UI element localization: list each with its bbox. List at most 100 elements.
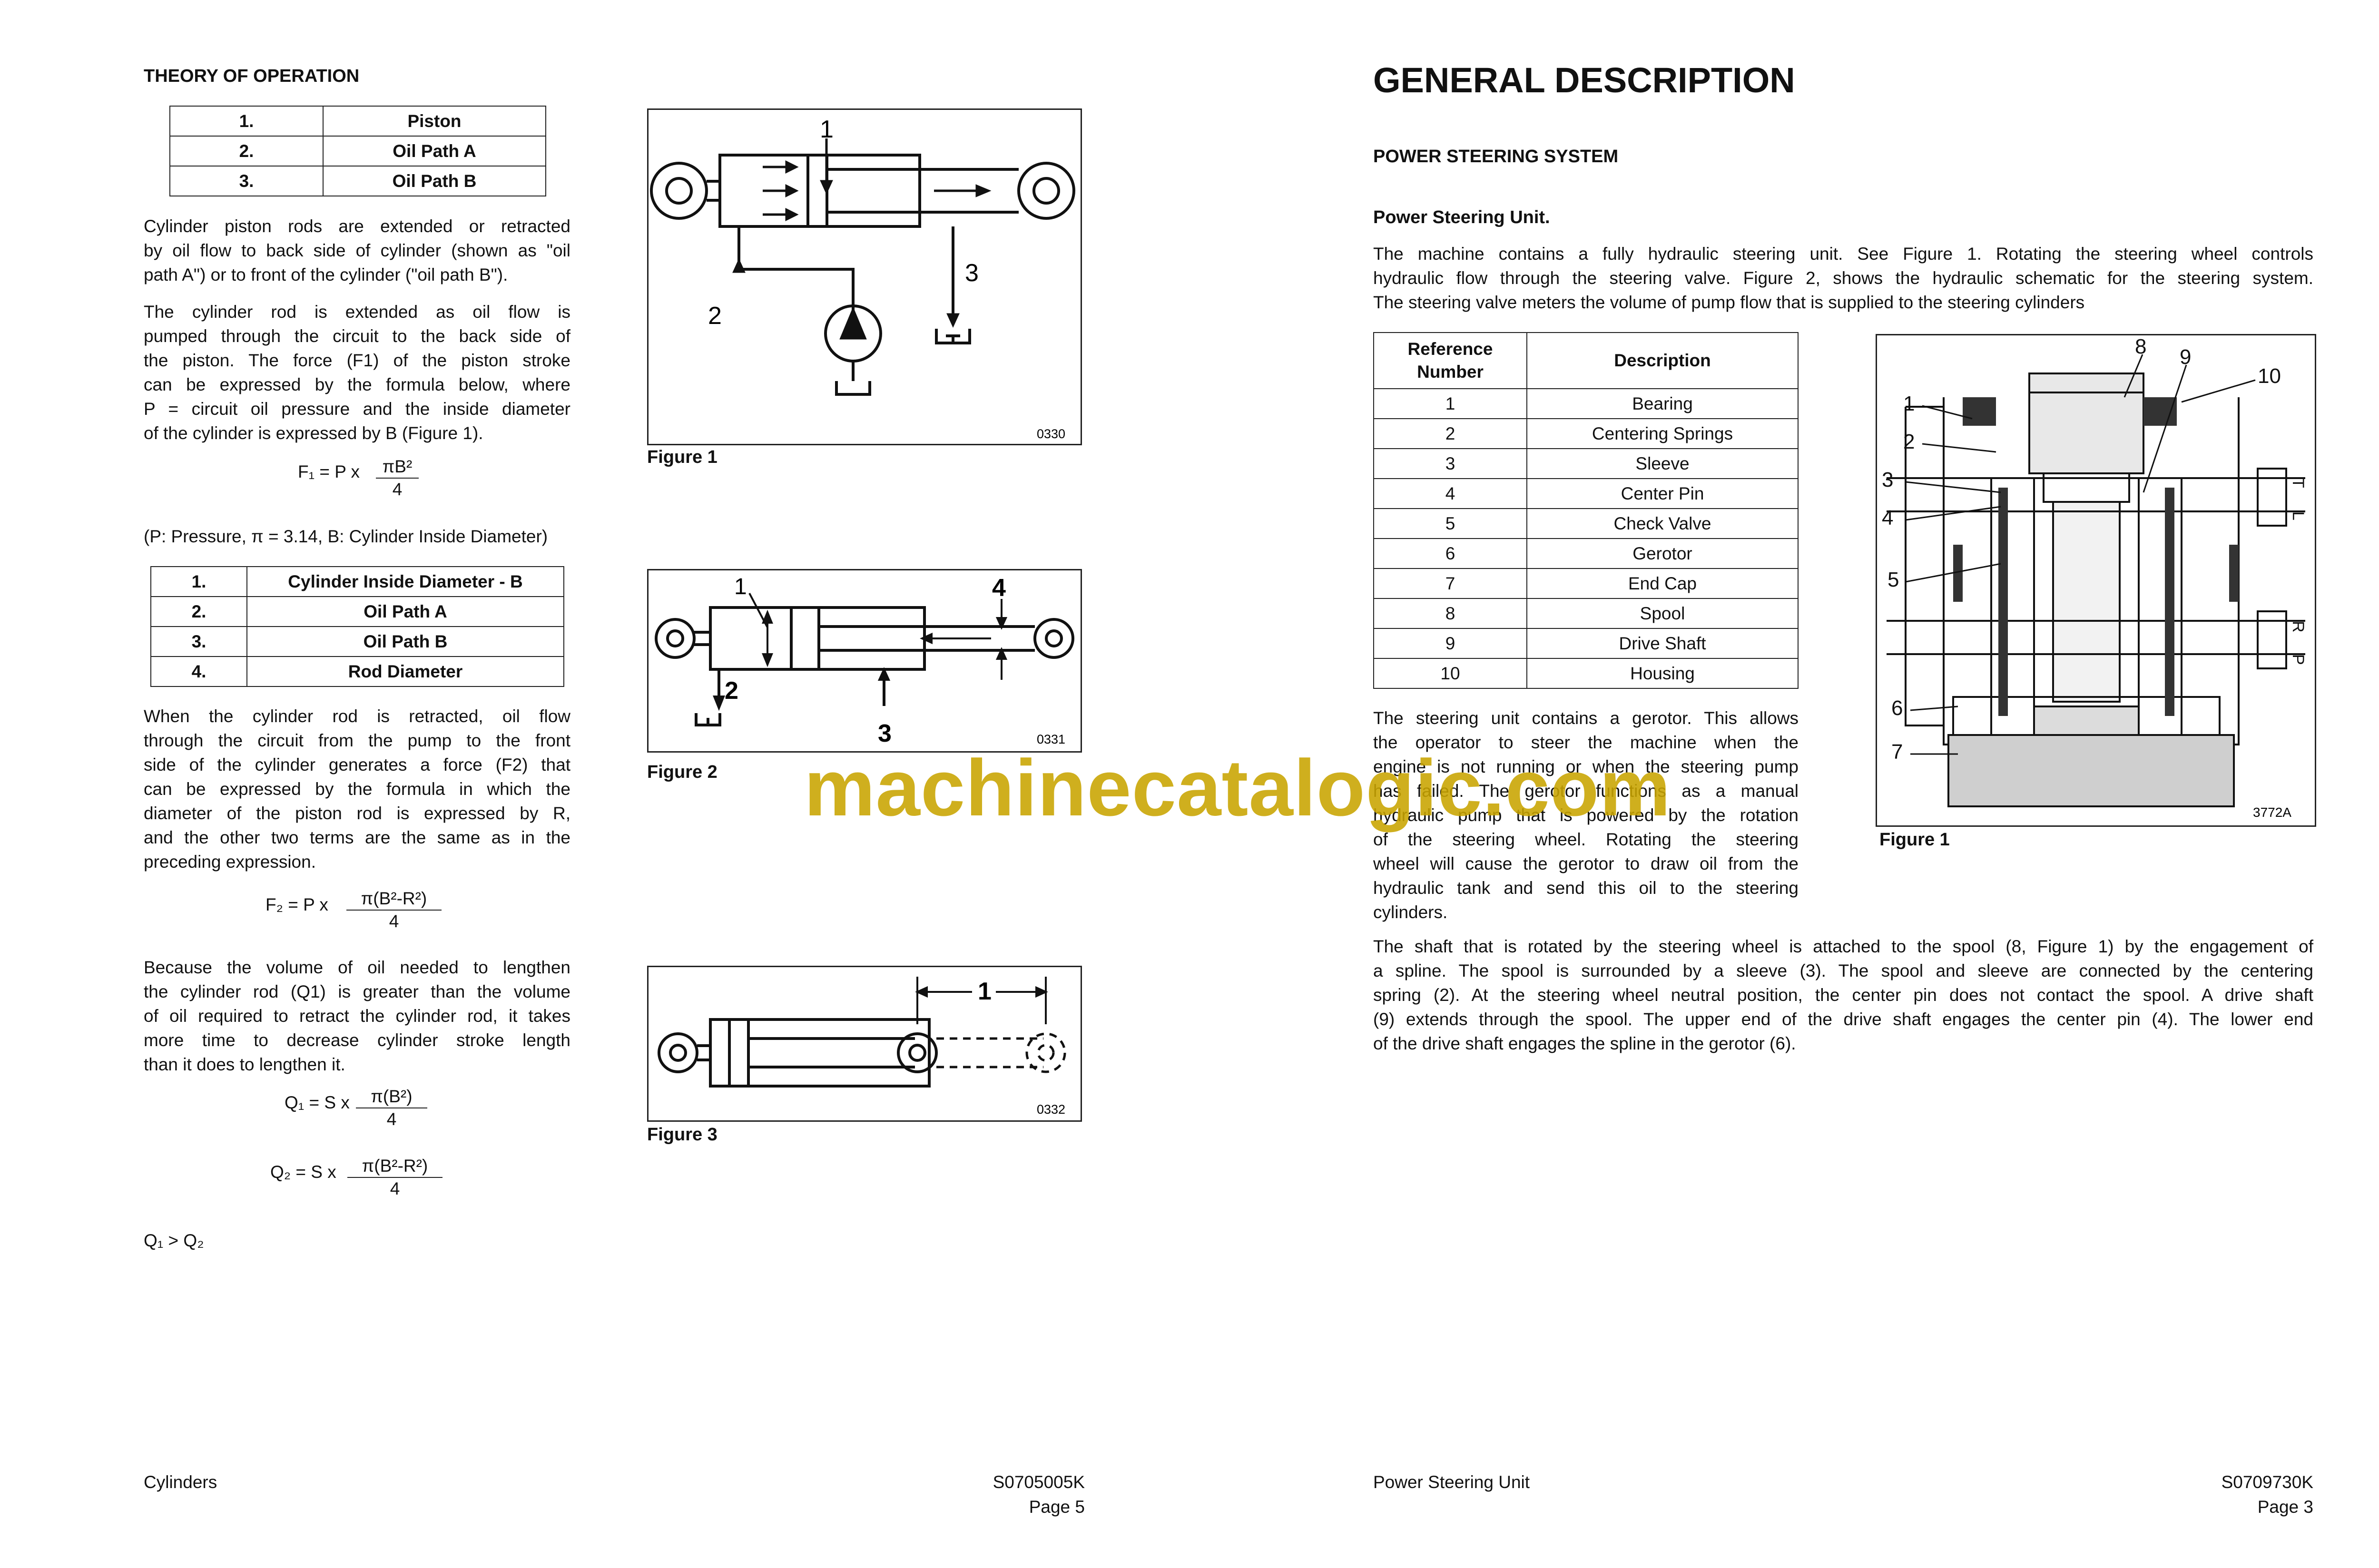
paragraph-line: pumped through the circuit to the back s… [144, 326, 570, 346]
formula-q2-numerator: π(B²-R²) [362, 1156, 428, 1176]
reference-table-cell-label: Gerotor [1526, 538, 1799, 569]
left-footer-title: Cylinders [144, 1472, 217, 1492]
paragraph-line: the operator to steer the machine when t… [1373, 733, 1799, 752]
paragraph-line: can be expressed by the formula in which… [144, 779, 570, 799]
paragraph-line: Cylinder piston rods are extended or ret… [144, 216, 570, 236]
paragraph-line: The machine contains a fully hydraulic s… [1373, 244, 2313, 264]
paragraph-line: of the drive shaft engages the spline in… [1373, 1034, 1796, 1053]
reference-table-cell-label: End Cap [1526, 568, 1799, 599]
paragraph-line: through the circuit from the pump to the… [144, 731, 570, 750]
figure-1-steering-unit-cutaway: 1 2 3 4 5 6 7 8 9 10 T L R P 3772A [1876, 334, 2316, 827]
reference-table-cell-label: Check Valve [1526, 508, 1799, 539]
paragraph-line: and the other two terms are the same as … [144, 828, 570, 847]
reference-table-cell-number: 8 [1373, 598, 1527, 629]
figure-1-caption: Figure 1 [647, 447, 718, 467]
formula-q1-lhs: Q₁ = S x [285, 1093, 350, 1112]
reference-table-cell-number: 5 [1373, 508, 1527, 539]
paragraph-volume: Because the volume of oil needed to leng… [144, 955, 570, 1077]
parts-table-2-cell-number: 1. [150, 566, 247, 597]
figure-3-caption: Figure 3 [647, 1125, 718, 1145]
gerotor-paragraph: The steering unit contains a gerotor. Th… [1373, 706, 1799, 924]
paragraph-line: cylinders. [1373, 902, 1448, 922]
watermark: machinecatalogic.com [804, 743, 1671, 833]
parts-table-2-cell-label: Cylinder Inside Diameter - B [246, 566, 564, 597]
shaft-paragraph: The shaft that is rotated by the steerin… [1373, 934, 2313, 1056]
paragraph-line: The cylinder rod is extended as oil flow… [144, 302, 570, 322]
paragraph-line: The shaft that is rotated by the steerin… [1373, 937, 2313, 956]
formula-legend: (P: Pressure, π = 3.14, B: Cylinder Insi… [144, 527, 548, 546]
paragraph-line: When the cylinder rod is retracted, oil … [144, 706, 570, 726]
parts-table-2-cell-label: Oil Path A [246, 596, 564, 627]
callout-7: 7 [1891, 740, 1903, 764]
parts-table-1-row: 1.Piston [169, 106, 546, 137]
paragraph-line: hydraulic tank and send this oil to the … [1373, 878, 1799, 898]
parts-table-2-cell-number: 4. [150, 656, 247, 687]
figure-1-drawing: 1 2 3 0330 [650, 116, 1075, 441]
formula-q1-denominator: 4 [356, 1107, 427, 1130]
formula-q2-fraction: π(B²-R²) 4 [347, 1155, 442, 1200]
paragraph-line: Because the volume of oil needed to leng… [144, 958, 570, 977]
paragraph-line: than it does to lengthen it. [144, 1055, 345, 1074]
callout-8: 8 [2135, 335, 2146, 358]
right-subsection-heading: Power Steering Unit. [1373, 207, 1550, 227]
figure-3-drawing: 1 0332 [658, 977, 1066, 1117]
reference-table-cell-label: Centering Springs [1526, 418, 1799, 449]
parts-table-2-cell-label: Rod Diameter [246, 656, 564, 687]
left-footer-page-number: Page 5 [1029, 1497, 1085, 1517]
paragraph-line: hydraulic pump that is powered by the ro… [1373, 805, 1799, 825]
callout-9: 9 [2180, 345, 2191, 369]
reference-table-cell-number: 10 [1373, 658, 1527, 689]
right-footer-doc-number: S0709730K [2221, 1472, 2313, 1492]
paragraph-line: the cylinder rod (Q1) is greater than th… [144, 982, 570, 1001]
paragraph-line: of oil required to retract the cylinder … [144, 1006, 570, 1026]
paragraph-line: has failed. The gerotor functions as a m… [1373, 781, 1799, 801]
parts-table-2-cell-label: Oil Path B [246, 626, 564, 657]
reference-table-cell-number: 2 [1373, 418, 1527, 449]
reference-table-cell-label: Drive Shaft [1526, 628, 1799, 659]
figure-1-cylinder-extend: 1 2 3 0330 [647, 108, 1082, 445]
formula-q2-lhs: Q₂ = S x [270, 1162, 336, 1182]
figure-3-label-1: 1 [978, 978, 992, 1005]
callout-10: 10 [2258, 364, 2281, 388]
reference-table-cell-number: 9 [1373, 628, 1527, 659]
left-footer-doc-number: S0705005K [993, 1472, 1085, 1492]
parts-table-1-cell-number: 3. [169, 166, 324, 196]
paragraph-line: P = circuit oil pressure and the inside … [144, 399, 570, 419]
paragraph-line: preceding expression. [144, 852, 316, 872]
figure-2-label-1: 1 [734, 574, 747, 599]
reference-table-cell-label: Center Pin [1526, 478, 1799, 509]
right-footer-title: Power Steering Unit [1373, 1472, 1530, 1492]
parts-table-1-cell-number: 2. [169, 136, 324, 167]
paragraph-line: spring (2). At the steering wheel neutra… [1373, 985, 2313, 1005]
reference-table-cell-label: Bearing [1526, 388, 1799, 419]
formula-q1-fraction: π(B²) 4 [356, 1086, 427, 1130]
formula-f1-numerator: πB² [382, 457, 413, 476]
right-footer-page-number: Page 3 [2257, 1497, 2313, 1517]
paragraph-line: can be expressed by the formula below, w… [144, 375, 570, 394]
formula-f1-denominator: 4 [376, 478, 419, 500]
figure-1-steering-unit-drawing: 1 2 3 4 5 6 7 8 9 10 T L R P 3772A [1882, 335, 2307, 820]
paragraph-extend: The cylinder rod is extended as oil flow… [144, 300, 570, 445]
figure-2-label-2: 2 [725, 677, 738, 705]
figure-2-caption: Figure 2 [647, 762, 718, 782]
parts-table-2-row: 4.Rod Diameter [150, 656, 564, 687]
reference-table-cell-label: Housing [1526, 658, 1799, 689]
figure-2-label-3: 3 [878, 720, 892, 747]
figure-2-label-4: 4 [992, 574, 1006, 602]
callout-2: 2 [1903, 430, 1915, 453]
formula-compare: Q₁ > Q₂ [144, 1231, 204, 1250]
reference-table-cell-number: 4 [1373, 478, 1527, 509]
figure-1-steering-caption: Figure 1 [1879, 830, 1950, 850]
parts-table-1-row: 2.Oil Path A [169, 136, 546, 167]
parts-table-1-row: 3.Oil Path B [169, 166, 546, 196]
callout-6: 6 [1891, 696, 1903, 720]
figure-3-code: 0332 [1037, 1102, 1065, 1117]
